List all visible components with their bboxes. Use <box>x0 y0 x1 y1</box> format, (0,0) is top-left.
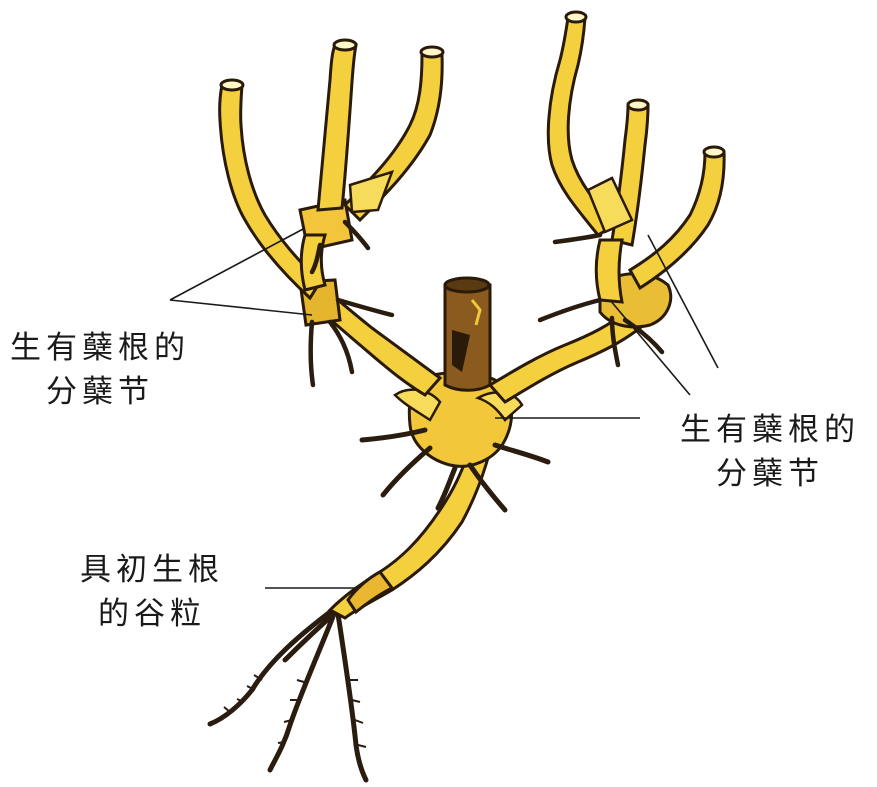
right-tiller-branch <box>490 12 724 402</box>
label-grain-line1: 具初生根 <box>80 548 224 592</box>
label-right-tiller-node: 生有蘖根的 分蘖节 <box>680 408 860 496</box>
leader-left-lower <box>170 300 312 315</box>
primary-roots <box>210 612 366 780</box>
main-culm <box>330 455 488 618</box>
label-right-line2: 分蘖节 <box>680 452 860 496</box>
label-grain-line2: 的谷粒 <box>80 592 224 636</box>
left-tiller-branch <box>220 40 443 395</box>
label-left-line2: 分蘖节 <box>10 370 190 414</box>
label-left-line1: 生有蘖根的 <box>10 326 190 370</box>
label-left-tiller-node: 生有蘖根的 分蘖节 <box>10 326 190 414</box>
label-grain: 具初生根 的谷粒 <box>80 548 224 636</box>
label-right-line1: 生有蘖根的 <box>680 408 860 452</box>
